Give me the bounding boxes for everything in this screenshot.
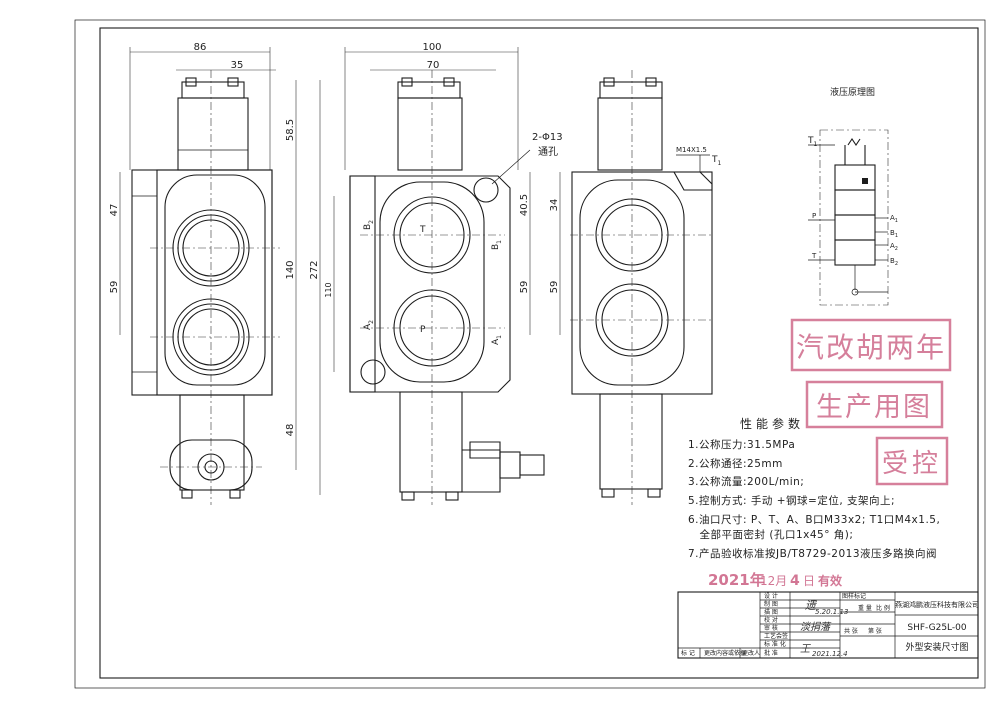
hole-note-line2: 通孔 (538, 146, 558, 158)
tb-header-3: 比 例 (876, 604, 890, 612)
dim-100: 100 (422, 42, 441, 53)
date-stamp: 2021年 12月 4 日 有效 (708, 571, 843, 589)
date-month: 12月 (760, 574, 787, 588)
schematic-B2: B2 (890, 257, 898, 267)
dim-47: 47 (109, 204, 120, 217)
dim-58-5: 58.5 (285, 119, 296, 141)
tb-row-1: 设 计 (764, 592, 778, 600)
tb-bottom-1: 标 记 (681, 649, 695, 657)
schematic-P: P (812, 212, 816, 220)
title-block: 设 计 制 图 描 图 校 对 审 核 工艺会签 标 准 化 批 准 图样标记 … (677, 591, 979, 659)
spec-item-7: 7.产品验收标准按JB/T8729-2013液压多路换向阀 (688, 547, 937, 560)
tb-header-1: 图样标记 (842, 592, 866, 600)
spec-item-2: 2.公称通径:25mm (688, 457, 783, 470)
tb-header-2: 重 量 (858, 604, 872, 612)
hole-note-line1: 2-Φ13 (532, 132, 563, 143)
stamp-line1: 汽改胡两年 (796, 331, 946, 364)
schematic-title: 液压原理图 (830, 86, 875, 98)
dim-34: 34 (549, 199, 560, 212)
tb-row-8: 批 准 (764, 649, 778, 657)
tb-row-5: 审 核 (764, 624, 778, 632)
spec-item-5: 6.油口尺寸: P、T、A、B口M33x2; T1口M4x1.5, (688, 513, 940, 526)
thread-note: M14X1.5 (676, 146, 707, 154)
side-view: 100 70 40.5 59 110 2-Φ13 通孔 T P B2 (324, 42, 563, 505)
tb-row-7: 标 准 化 (764, 640, 786, 648)
stamp-line2: 生产用图 (816, 392, 932, 423)
dim-48: 48 (285, 424, 296, 437)
inner-frame (99, 27, 979, 679)
dim-59-side: 59 (519, 281, 530, 294)
schematic-A2: A2 (890, 242, 898, 252)
spec-item-4: 5.控制方式: 手动 +钢球=定位, 支架向上; (688, 494, 895, 507)
dim-70: 70 (427, 60, 440, 71)
date-day: 4 (790, 573, 800, 589)
signature-4: 王 (800, 644, 811, 655)
tb-sheet-total: 共 张 (844, 627, 858, 635)
signature-1: 遗 (805, 599, 817, 612)
dim-140: 140 (285, 260, 296, 279)
date-day-suffix: 日 (803, 574, 815, 588)
schematic-T: T (811, 252, 817, 260)
stamp-line3: 受控 (882, 449, 942, 479)
control-stamps: 汽改胡两年 生产用图 受控 (790, 318, 952, 486)
signature-5: 2021.12.4 (812, 650, 848, 658)
port-T1-right: T1 (711, 155, 722, 167)
tb-company: 燕湖鸿鹏液压科技有限公司 (895, 600, 979, 609)
date-note: 有效 (818, 573, 843, 588)
outer-frame (74, 19, 986, 689)
port-B1: B1 (491, 240, 503, 250)
dim-40-5: 40.5 (519, 194, 530, 216)
tb-sheet-no: 第 张 (868, 627, 882, 635)
dim-59-front: 59 (109, 281, 120, 294)
schematic-A1: A1 (890, 214, 898, 224)
dim-86: 86 (194, 42, 207, 53)
tb-bottom-2: 更改内容或依据 (704, 649, 746, 657)
front-view: 86 35 58.5 140 272 47 59 48 (109, 42, 321, 505)
port-B2: B2 (363, 220, 375, 230)
tb-bottom-3: 更改人 (742, 649, 760, 657)
hydraulic-schematic: 液压原理图 T1 P T A1 B1 A2 B2 (807, 86, 898, 306)
tb-drawing-no: SHF-G25L-00 (907, 623, 966, 633)
dim-110: 110 (324, 282, 333, 297)
specs-block: 性能参数 1.公称压力:31.5MPa 2.公称通径:25mm 3.公称流量:2… (688, 416, 940, 560)
dim-272: 272 (309, 260, 320, 279)
spec-item-6: 全部平面密封 (孔口1x45° 角); (688, 528, 853, 541)
port-A1: A1 (491, 335, 503, 345)
tb-row-4: 校 对 (764, 616, 778, 624)
schematic-B1: B1 (890, 229, 898, 239)
signature-2: 5.20.1.13 (815, 608, 848, 616)
port-T: T (419, 225, 426, 235)
dim-35: 35 (231, 60, 244, 71)
specs-title: 性能参数 (740, 416, 804, 431)
tb-drawing-name: 外型安装尺寸图 (905, 641, 968, 653)
tb-row-3: 描 图 (764, 608, 778, 616)
signature-3: 淡捐藩 (800, 621, 832, 633)
dim-59-right: 59 (549, 281, 560, 294)
port-A2: A2 (363, 320, 375, 330)
tb-row-6: 工艺会签 (764, 632, 788, 640)
tb-row-2: 制 图 (764, 600, 778, 608)
port-P: P (420, 325, 426, 335)
spec-item-3: 3.公称流量:200L/min; (688, 475, 804, 488)
right-view: 34 59 M14X1.5 T1 (549, 70, 722, 505)
date-year: 2021年 (708, 571, 765, 589)
spec-item-1: 1.公称压力:31.5MPa (688, 438, 795, 451)
schematic-T1: T1 (807, 136, 818, 148)
